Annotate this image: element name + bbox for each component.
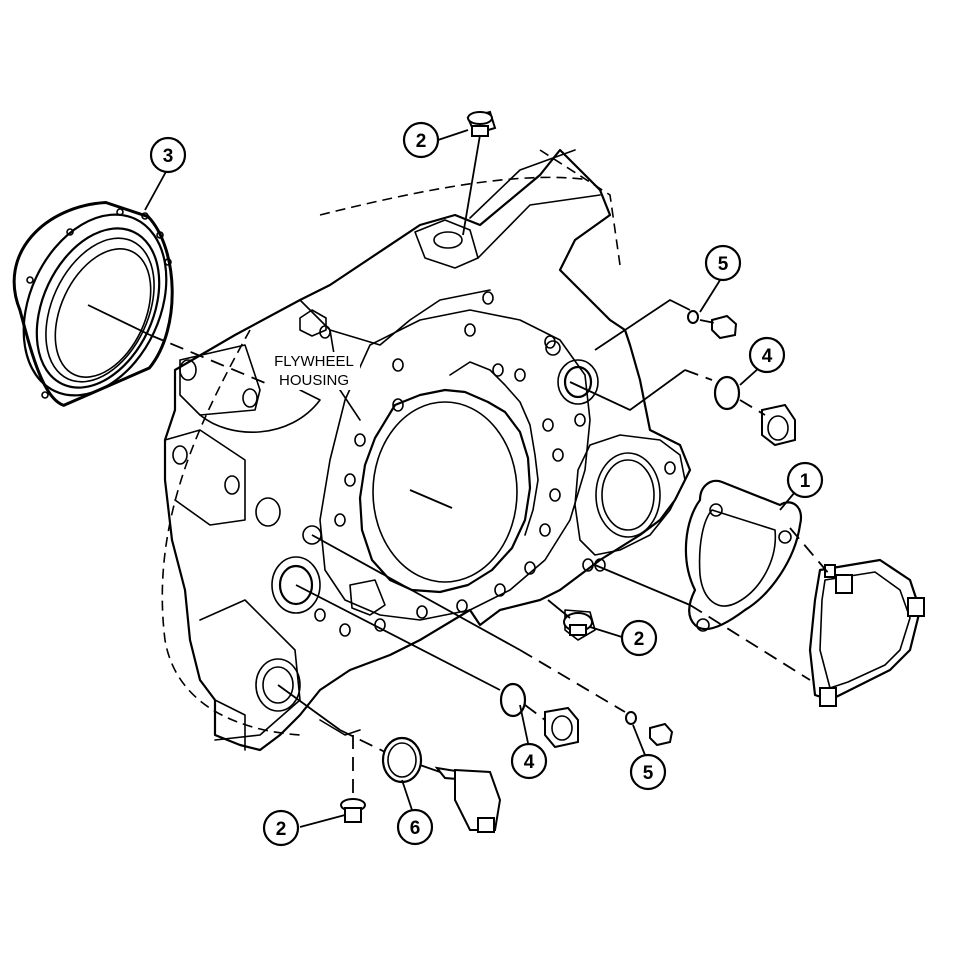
callout-2-top: 2 xyxy=(402,121,440,159)
leader-lines xyxy=(87,129,831,828)
middle-drain-plug xyxy=(563,612,593,636)
top-right-plug-and-washer xyxy=(687,310,738,340)
callout-2-top-label: 2 xyxy=(416,131,427,152)
callout-2-mid-label: 2 xyxy=(634,629,645,650)
housing-label-line1: FLYWHEEL xyxy=(274,353,354,370)
callout-3-label: 3 xyxy=(163,146,174,167)
rear-crankshaft-seal xyxy=(12,200,174,407)
callout-4-bottom: 4 xyxy=(510,742,548,780)
callout-4-top-label: 4 xyxy=(762,346,773,367)
flywheel-housing xyxy=(161,148,692,752)
callout-6-label: 6 xyxy=(410,818,421,839)
callout-3: 3 xyxy=(149,136,187,174)
callout-1-label: 1 xyxy=(800,471,811,492)
top-right-oring-and-plug xyxy=(713,375,796,447)
callout-2-mid: 2 xyxy=(620,619,658,657)
callout-1: 1 xyxy=(786,461,824,499)
bottom-oring-and-plug xyxy=(499,682,579,749)
flywheel-housing-label: FLYWHEEL HOUSING xyxy=(268,352,360,390)
callout-6: 6 xyxy=(396,808,434,846)
callout-4-top: 4 xyxy=(748,336,786,374)
callout-2-bottom: 2 xyxy=(262,809,300,847)
sensor-oring-and-cover xyxy=(381,736,502,833)
callout-5-bottom: 5 xyxy=(629,753,667,791)
access-cover-plate xyxy=(808,558,925,707)
callout-5-top: 5 xyxy=(704,244,742,282)
callout-2-bottom-label: 2 xyxy=(276,819,287,840)
cover-bolts xyxy=(819,564,925,707)
housing-label-line2: HOUSING xyxy=(279,372,349,389)
callout-5-top-label: 5 xyxy=(718,254,729,275)
top-plug-fitting xyxy=(466,110,497,137)
callout-4-bottom-label: 4 xyxy=(524,752,535,773)
bottom-plug xyxy=(340,798,366,823)
callout-5-bottom-label: 5 xyxy=(643,763,654,784)
cover-gasket xyxy=(684,479,803,632)
bottom-washer-and-bolt xyxy=(625,711,674,747)
